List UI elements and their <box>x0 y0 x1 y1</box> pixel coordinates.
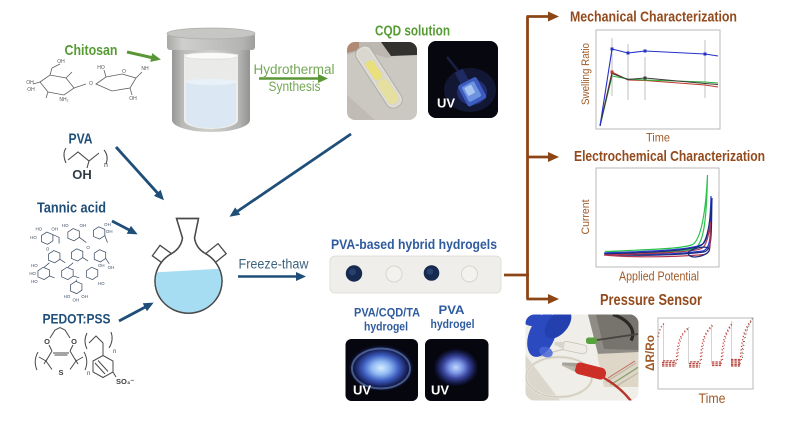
svg-text:HO: HO <box>62 223 69 228</box>
svg-text:O: O <box>46 247 50 252</box>
svg-text:HO: HO <box>30 235 37 240</box>
svg-text:Synthesis: Synthesis <box>269 79 321 94</box>
svg-text:Tannic acid: Tannic acid <box>37 201 106 217</box>
svg-text:PVA-based hybrid hydrogels: PVA-based hybrid hydrogels <box>331 236 497 252</box>
svg-text:OH: OH <box>108 265 115 270</box>
svg-text:PVA: PVA <box>439 303 465 317</box>
svg-text:HO: HO <box>29 271 36 276</box>
svg-text:Time: Time <box>646 131 670 145</box>
svg-text:PVA/CQD/TA: PVA/CQD/TA <box>354 306 420 320</box>
svg-text:S: S <box>58 368 63 377</box>
svg-text:HO: HO <box>98 281 105 286</box>
svg-text:OH: OH <box>51 226 58 231</box>
svg-text:OH: OH <box>72 167 92 182</box>
svg-text:HO: HO <box>64 294 71 299</box>
svg-text:Electrochemical Characterizati: Electrochemical Characterization <box>574 148 765 165</box>
svg-text:Swelling Ratio: Swelling Ratio <box>580 43 592 105</box>
svg-text:n: n <box>87 371 90 377</box>
svg-text:Time: Time <box>699 391 726 406</box>
svg-text:n: n <box>104 162 108 169</box>
svg-text:n: n <box>113 349 116 355</box>
svg-text:O: O <box>71 337 77 346</box>
svg-text:OH: OH <box>27 87 35 93</box>
svg-text:O: O <box>44 337 50 346</box>
svg-text:SO₃⁻: SO₃⁻ <box>116 377 134 386</box>
svg-text:Hydrothermal: Hydrothermal <box>254 62 335 77</box>
svg-text:HO: HO <box>31 263 38 268</box>
svg-text:OH: OH <box>81 294 88 299</box>
svg-text:OH: OH <box>104 222 111 227</box>
svg-text:Mechanical Characterization: Mechanical Characterization <box>570 9 737 26</box>
svg-text:UV: UV <box>353 383 371 398</box>
svg-text:OH: OH <box>57 59 65 65</box>
svg-text:Pressure Sensor: Pressure Sensor <box>600 292 702 309</box>
svg-text:OH: OH <box>106 229 113 234</box>
svg-text:HO: HO <box>36 226 43 231</box>
svg-text:OH: OH <box>72 298 79 303</box>
svg-text:ΔR/Ro: ΔR/Ro <box>643 335 657 371</box>
svg-text:O: O <box>89 81 93 87</box>
svg-text:Applied Potential: Applied Potential <box>619 270 699 284</box>
svg-text:OH: OH <box>129 96 137 102</box>
svg-text:OH: OH <box>98 263 105 268</box>
svg-text:HO: HO <box>97 65 105 71</box>
svg-text:PVA: PVA <box>69 132 93 148</box>
svg-text:O: O <box>86 245 90 250</box>
svg-text:NH: NH <box>141 66 149 72</box>
svg-text:Current: Current <box>580 200 592 235</box>
svg-text:OH: OH <box>26 80 34 86</box>
svg-text:UV: UV <box>437 96 455 111</box>
svg-text:Freeze-thaw: Freeze-thaw <box>239 257 309 272</box>
svg-text:hydrogel: hydrogel <box>364 320 408 334</box>
svg-text:PEDOT:PSS: PEDOT:PSS <box>43 311 111 327</box>
svg-text:CQD solution: CQD solution <box>375 24 450 40</box>
svg-text:UV: UV <box>431 383 449 398</box>
svg-text:Chitosan: Chitosan <box>65 42 118 59</box>
svg-text:OH: OH <box>80 223 87 228</box>
svg-text:hydrogel: hydrogel <box>431 317 475 331</box>
svg-text:HO: HO <box>31 279 38 284</box>
svg-text:NH₂: NH₂ <box>59 97 68 103</box>
svg-text:O: O <box>122 69 126 75</box>
